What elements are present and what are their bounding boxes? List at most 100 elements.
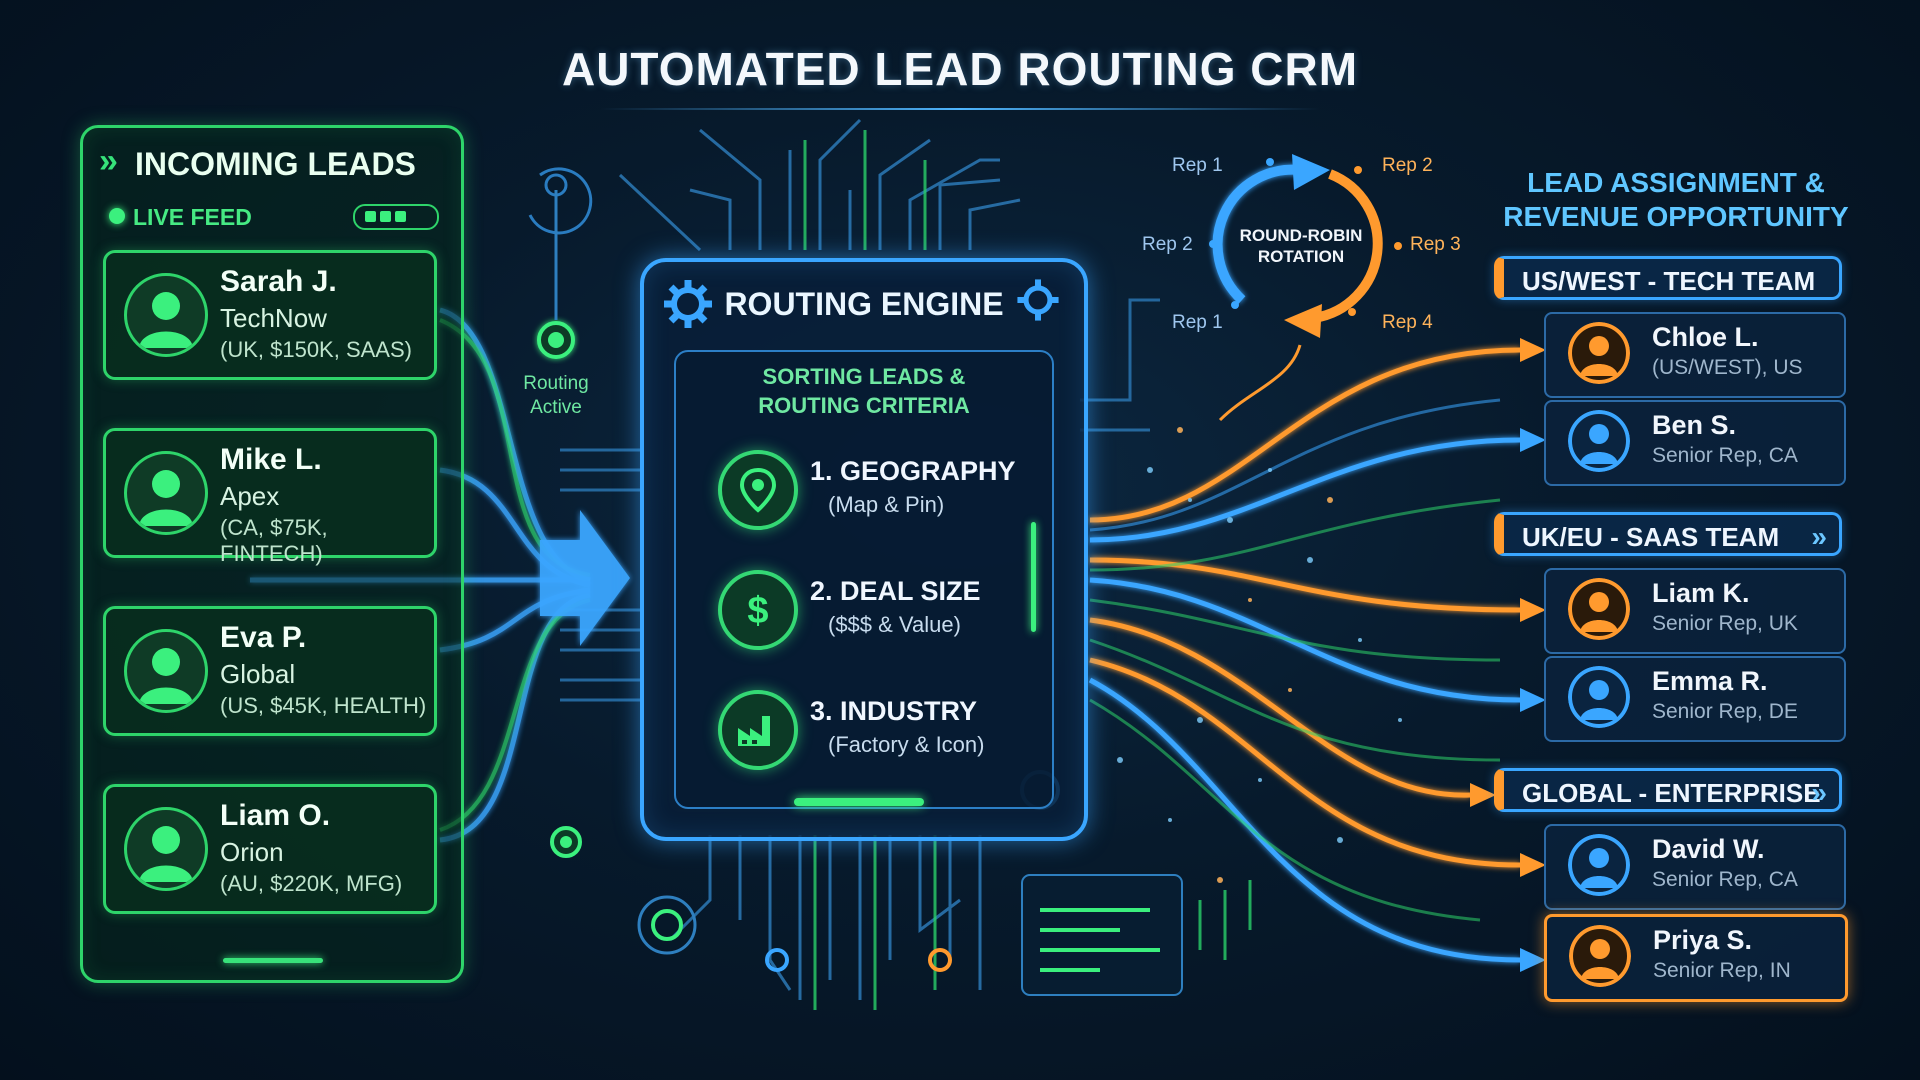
lead-details: (AU, $220K, MFG) bbox=[220, 871, 403, 896]
lead-card[interactable]: Mike L. Apex (CA, $75K, FINTECH) bbox=[103, 428, 437, 566]
user-avatar-icon bbox=[1568, 410, 1630, 472]
rep-role: Senior Rep, IN bbox=[1653, 959, 1791, 982]
signal-bar bbox=[380, 211, 391, 222]
criteria-industry-sub: (Factory & Icon) bbox=[828, 732, 985, 757]
criteria-industry: 3. INDUSTRY bbox=[810, 696, 978, 726]
round-robin-line2: ROTATION bbox=[1257, 247, 1345, 266]
map-pin-icon bbox=[718, 450, 798, 530]
round-robin-line1: ROUND-ROBIN bbox=[1239, 226, 1363, 245]
user-avatar-icon bbox=[124, 451, 208, 535]
rep-role: Senior Rep, DE bbox=[1652, 700, 1798, 723]
lead-card[interactable]: Liam O. Orion (AU, $220K, MFG) bbox=[103, 784, 437, 914]
criteria-title-line1: SORTING LEADS & bbox=[762, 364, 966, 389]
user-avatar-icon bbox=[1568, 834, 1630, 896]
chevron-right-icon: » bbox=[99, 142, 118, 180]
rep-role: (US/WEST), US bbox=[1652, 356, 1803, 379]
lead-details: (UK, $150K, SAAS) bbox=[220, 337, 412, 362]
dollar-icon: $ bbox=[718, 570, 798, 650]
assignment-title-line1: LEAD ASSIGNMENT & bbox=[1527, 167, 1825, 198]
chevron-right-icon: » bbox=[1811, 521, 1827, 552]
user-avatar-icon bbox=[124, 629, 208, 713]
criteria-geography-sub: (Map & Pin) bbox=[828, 492, 945, 517]
page-title: AUTOMATED LEAD ROUTING CRM bbox=[561, 43, 1359, 95]
incoming-leads-title: INCOMING LEADS bbox=[135, 146, 416, 182]
svg-text:$: $ bbox=[747, 590, 768, 632]
criteria-deal-size-sub: ($$$ & Value) bbox=[828, 612, 961, 637]
routing-status-line2: Active bbox=[530, 397, 582, 418]
rep-name: Liam K. bbox=[1652, 578, 1750, 608]
routing-engine-panel: ROUTING ENGINE SORTING LEADS & ROUTING C… bbox=[640, 258, 1088, 841]
criteria-deal-size: 2. DEAL SIZE bbox=[810, 576, 981, 606]
lead-name: Sarah J. bbox=[220, 265, 337, 298]
rep-name: Ben S. bbox=[1652, 410, 1737, 440]
lead-company: Orion bbox=[220, 837, 284, 867]
lead-company: Apex bbox=[220, 481, 280, 511]
team-header-us-west[interactable]: US/WEST - TECH TEAM bbox=[1494, 256, 1842, 300]
routing-criteria-title: SORTING LEADS & ROUTING CRITERIA bbox=[676, 362, 1052, 420]
team-header-uk-eu[interactable]: UK/EU - SAAS TEAM » bbox=[1494, 512, 1842, 556]
user-avatar-icon bbox=[1568, 578, 1630, 640]
rep-name: Priya S. bbox=[1653, 925, 1753, 955]
routing-status-line1: Routing bbox=[523, 373, 589, 394]
assignment-title: LEAD ASSIGNMENT & REVENUE OPPORTUNITY bbox=[1486, 166, 1866, 234]
lead-name: Mike L. bbox=[220, 443, 322, 476]
gear-icon bbox=[1017, 279, 1059, 321]
lead-name: Eva P. bbox=[220, 621, 307, 654]
lead-company: Global bbox=[220, 659, 296, 689]
chevron-right-icon: » bbox=[1811, 777, 1827, 808]
rep-name: Chloe L. bbox=[1652, 322, 1759, 352]
signal-bar bbox=[365, 211, 376, 222]
live-feed-label: LIVE FEED bbox=[133, 204, 252, 230]
lead-details: (CA, $75K, FINTECH) bbox=[220, 515, 328, 566]
rep-slot-label: Rep 4 bbox=[1382, 312, 1433, 333]
criteria-title-line2: ROUTING CRITERIA bbox=[758, 393, 970, 418]
incoming-leads-panel: » INCOMING LEADS LIVE FEED Sarah J. Tech… bbox=[80, 125, 464, 983]
rep-slot-label: Rep 1 bbox=[1172, 312, 1223, 333]
user-avatar-icon bbox=[124, 273, 208, 357]
routing-status: Routing Active bbox=[506, 372, 606, 420]
progress-indicator bbox=[1031, 522, 1036, 632]
engine-status-bar bbox=[794, 798, 924, 806]
live-feed-toggle[interactable] bbox=[353, 204, 439, 230]
team-header-global[interactable]: GLOBAL - ENTERPRISE » bbox=[1494, 768, 1842, 812]
team-name: GLOBAL - ENTERPRISE bbox=[1522, 778, 1821, 808]
team-name: US/WEST - TECH TEAM bbox=[1522, 266, 1816, 296]
live-indicator-icon bbox=[109, 208, 125, 224]
lead-company: TechNow bbox=[220, 303, 327, 333]
rep-slot-label: Rep 1 bbox=[1172, 155, 1223, 176]
rep-name: Emma R. bbox=[1652, 666, 1768, 696]
criteria-geography: 1. GEOGRAPHY bbox=[810, 456, 1016, 486]
user-avatar-icon bbox=[1568, 322, 1630, 384]
rep-card[interactable]: Emma R. Senior Rep, DE bbox=[1544, 656, 1846, 742]
lead-card[interactable]: Sarah J. TechNow (UK, $150K, SAAS) bbox=[103, 250, 437, 380]
title-divider bbox=[600, 108, 1320, 110]
factory-icon bbox=[718, 690, 798, 770]
assignment-title-line2: REVENUE OPPORTUNITY bbox=[1503, 201, 1849, 232]
routing-criteria-box: SORTING LEADS & ROUTING CRITERIA 1. GEOG… bbox=[674, 350, 1054, 809]
rep-card[interactable]: Liam K. Senior Rep, UK bbox=[1544, 568, 1846, 654]
rep-card[interactable]: David W. Senior Rep, CA bbox=[1544, 824, 1846, 910]
lead-card[interactable]: Eva P. Global (US, $45K, HEALTH) bbox=[103, 606, 437, 736]
rep-card-highlighted[interactable]: Priya S. Senior Rep, IN bbox=[1544, 914, 1848, 1002]
rep-role: Senior Rep, CA bbox=[1652, 868, 1798, 891]
round-robin-label: ROUND-ROBIN ROTATION bbox=[1236, 225, 1366, 267]
team-name: UK/EU - SAAS TEAM bbox=[1522, 522, 1780, 552]
rep-slot-label: Rep 3 bbox=[1410, 234, 1461, 255]
routing-engine-title: ROUTING ENGINE bbox=[724, 286, 1004, 322]
round-robin-ring bbox=[1209, 154, 1402, 338]
user-avatar-icon bbox=[124, 807, 208, 891]
lead-name: Liam O. bbox=[220, 799, 331, 832]
signal-bar bbox=[395, 211, 406, 222]
user-avatar-icon bbox=[1568, 666, 1630, 728]
rep-slot-label: Rep 2 bbox=[1382, 155, 1433, 176]
rep-card[interactable]: Chloe L. (US/WEST), US bbox=[1544, 312, 1846, 398]
user-avatar-icon bbox=[1569, 925, 1631, 987]
rep-role: Senior Rep, UK bbox=[1652, 612, 1798, 635]
rep-role: Senior Rep, CA bbox=[1652, 444, 1798, 467]
lead-details: (US, $45K, HEALTH) bbox=[220, 693, 427, 718]
rep-slot-label: Rep 2 bbox=[1142, 234, 1193, 255]
scroll-indicator[interactable] bbox=[223, 958, 323, 963]
gear-icon bbox=[664, 280, 712, 328]
rep-card[interactable]: Ben S. Senior Rep, CA bbox=[1544, 400, 1846, 486]
